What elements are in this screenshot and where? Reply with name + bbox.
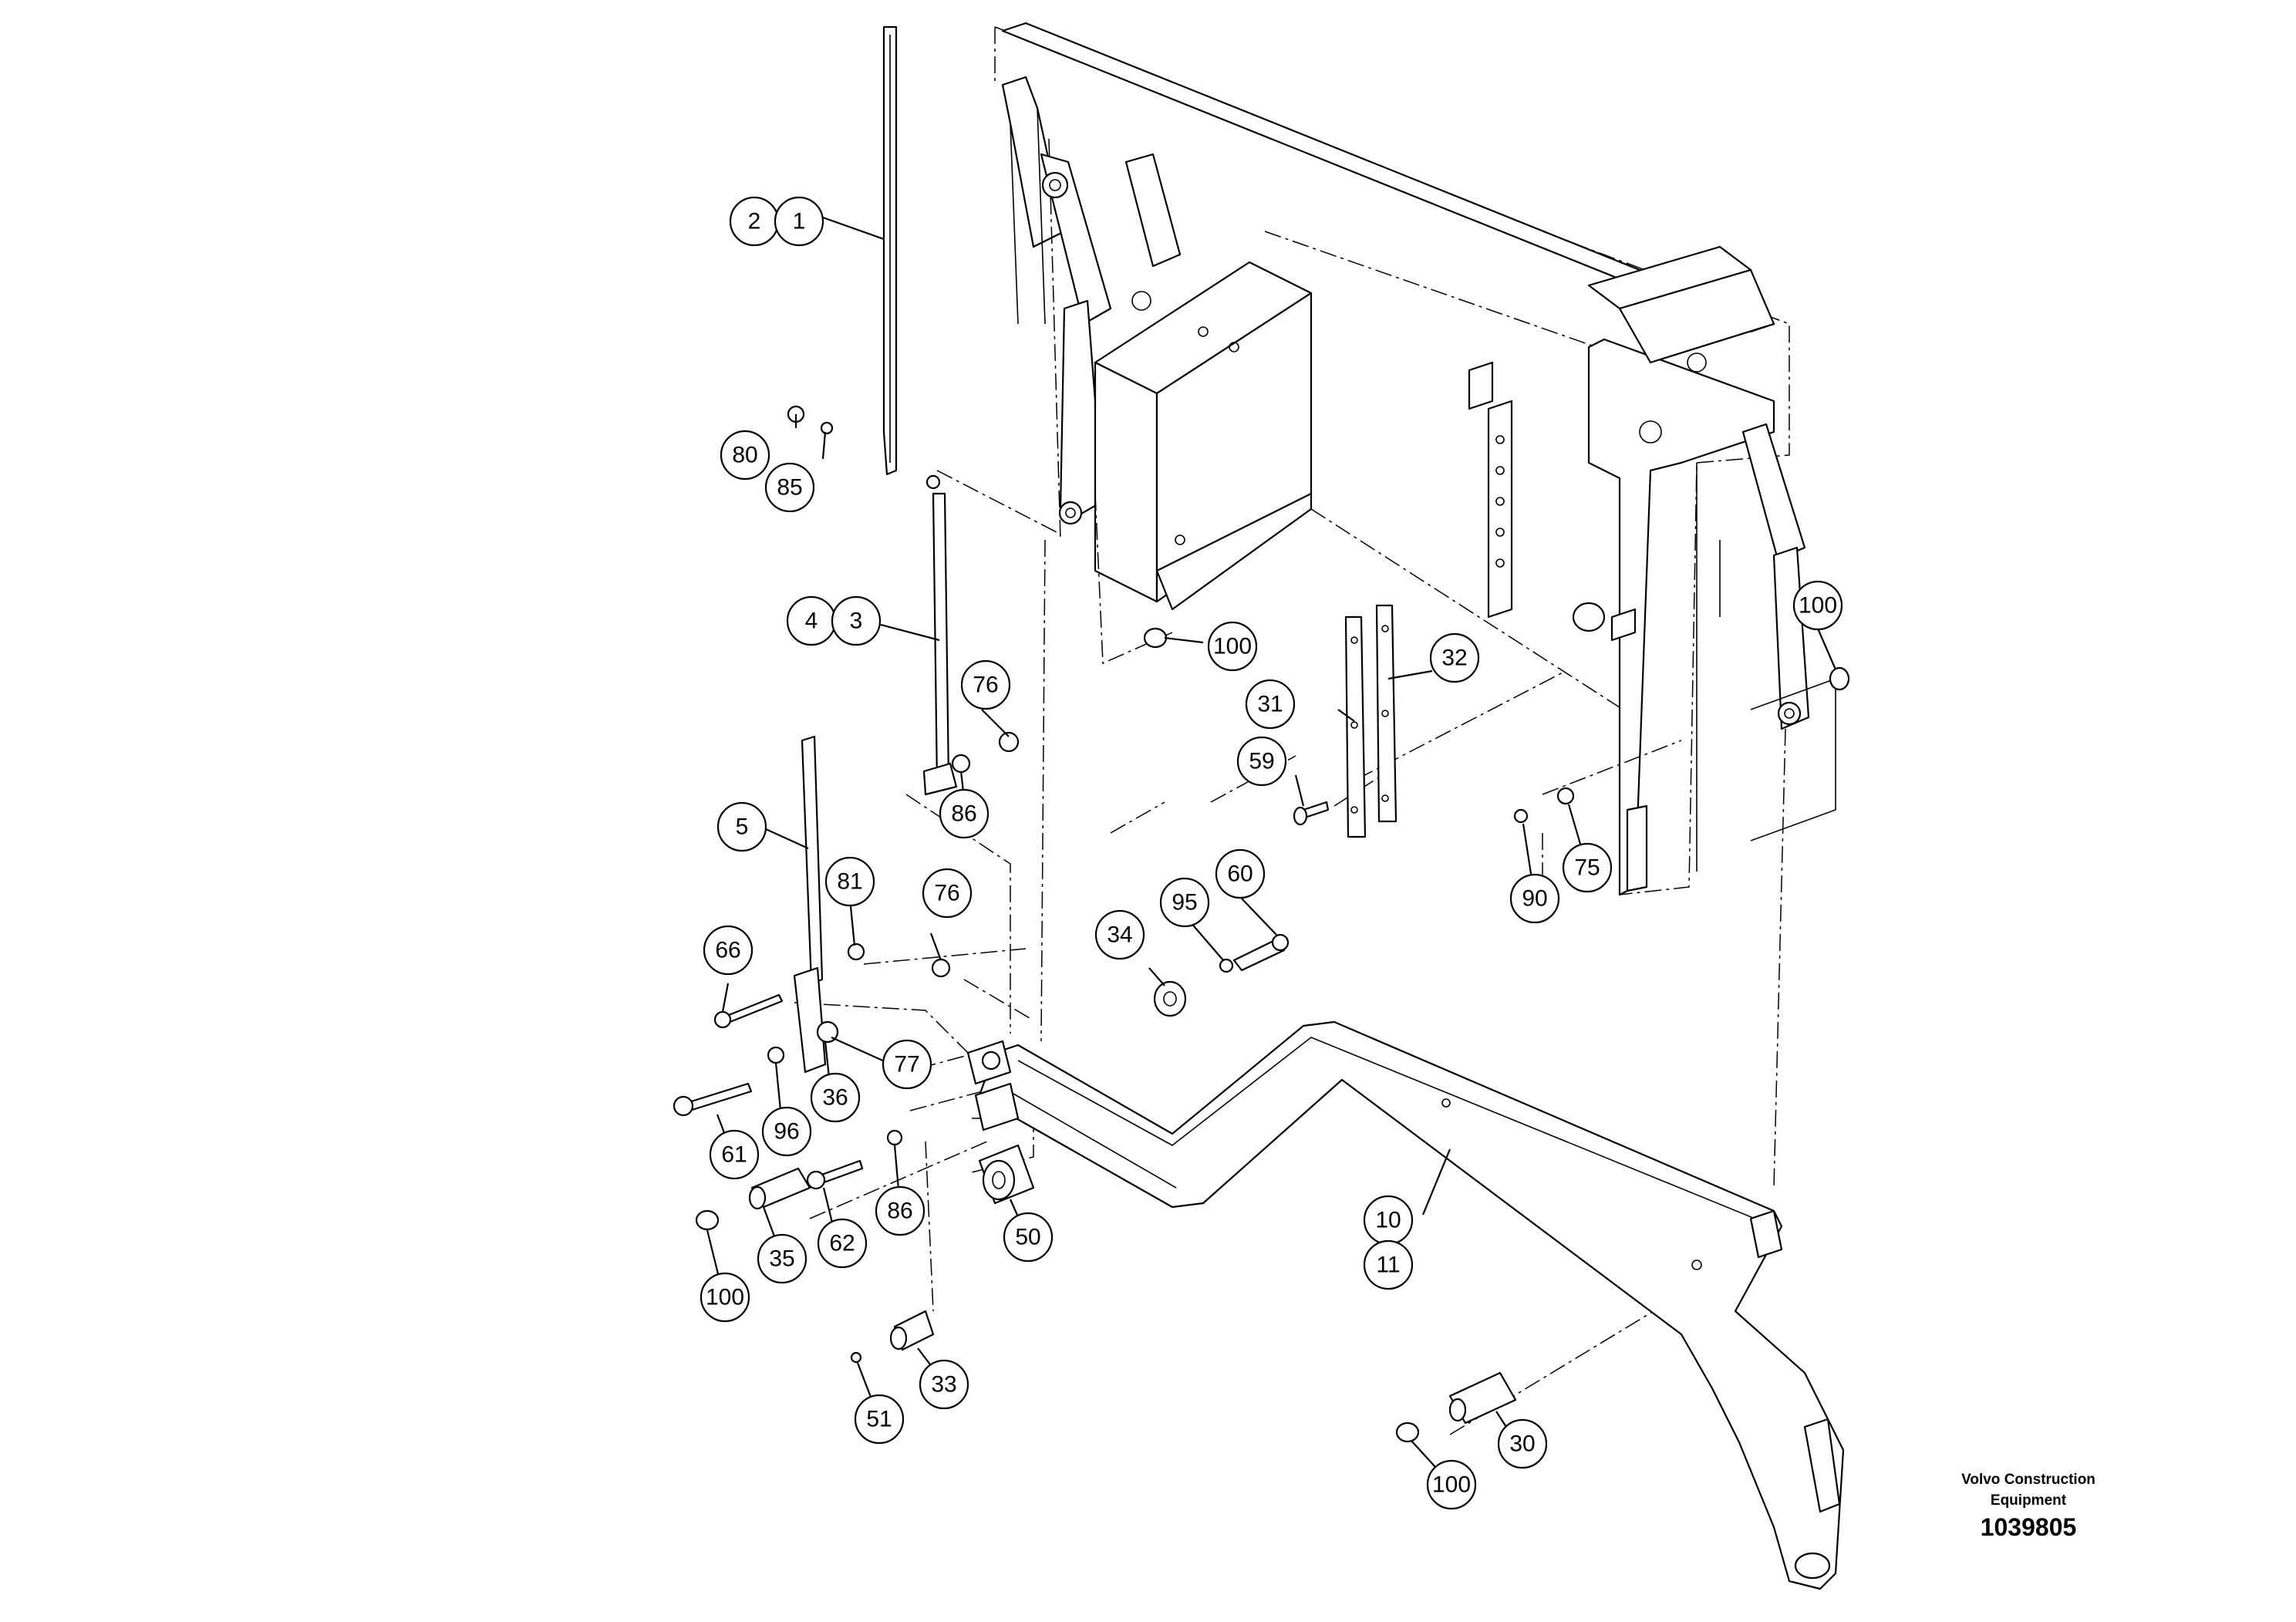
- svg-text:60: 60: [1227, 862, 1253, 887]
- callout-85: 85: [764, 462, 815, 513]
- callout-4: 4: [786, 595, 837, 646]
- callout-76: 76: [922, 868, 973, 919]
- callout-75: 75: [1562, 842, 1613, 893]
- rod-5: [801, 735, 824, 985]
- callout-81: 81: [824, 856, 875, 907]
- callout-95: 95: [1159, 877, 1210, 928]
- callout-34: 34: [1094, 909, 1145, 960]
- callout-96: 96: [761, 1106, 812, 1157]
- callout-60: 60: [1215, 848, 1266, 899]
- svg-text:61: 61: [721, 1142, 747, 1168]
- callout-100: 100: [1792, 580, 1843, 631]
- callout-31: 31: [1245, 679, 1296, 730]
- svg-text:86: 86: [887, 1199, 912, 1224]
- svg-text:62: 62: [829, 1231, 855, 1256]
- svg-text:59: 59: [1249, 749, 1274, 774]
- svg-text:36: 36: [822, 1085, 848, 1111]
- svg-text:81: 81: [837, 869, 862, 895]
- callout-80: 80: [720, 430, 770, 481]
- callout-35: 35: [757, 1233, 807, 1284]
- plate-32: [1375, 604, 1397, 823]
- svg-text:75: 75: [1574, 855, 1600, 881]
- svg-text:77: 77: [894, 1052, 919, 1077]
- svg-text:5: 5: [736, 814, 749, 840]
- svg-text:100: 100: [1213, 634, 1252, 659]
- callout-30: 30: [1497, 1418, 1548, 1469]
- callout-86: 86: [939, 788, 990, 839]
- callout-90: 90: [1509, 873, 1560, 924]
- svg-text:86: 86: [951, 801, 976, 827]
- svg-text:35: 35: [769, 1246, 794, 1272]
- svg-text:34: 34: [1107, 922, 1132, 948]
- svg-text:95: 95: [1172, 890, 1197, 916]
- svg-text:85: 85: [777, 475, 802, 501]
- svg-text:100: 100: [1432, 1472, 1471, 1498]
- loose-parts: [673, 25, 1850, 1443]
- callout-10: 10: [1363, 1195, 1414, 1246]
- callout-100: 100: [700, 1272, 750, 1323]
- callout-61: 61: [709, 1129, 760, 1180]
- svg-text:2: 2: [748, 209, 761, 234]
- callout-76: 76: [960, 659, 1011, 710]
- svg-text:66: 66: [715, 938, 740, 963]
- callout-11: 11: [1363, 1239, 1414, 1290]
- callout-2: 2: [729, 196, 780, 247]
- svg-text:76: 76: [934, 881, 959, 906]
- callout-51: 51: [854, 1394, 905, 1445]
- callout-1: 1: [774, 196, 824, 247]
- brand-name-line1: Volvo Construction: [1961, 1472, 2095, 1488]
- svg-text:51: 51: [866, 1407, 892, 1432]
- lever-arm-10-11: [966, 1020, 1845, 1590]
- plate-31: [1344, 615, 1367, 838]
- frame-assembly: [994, 22, 1836, 1189]
- callout-100: 100: [1426, 1459, 1477, 1510]
- svg-text:30: 30: [1509, 1431, 1535, 1457]
- callout-50: 50: [1003, 1212, 1054, 1263]
- callout-86: 86: [875, 1185, 925, 1236]
- drawing-number: 1039805: [1980, 1513, 2077, 1541]
- svg-text:32: 32: [1441, 646, 1467, 671]
- callout-3: 3: [831, 595, 882, 646]
- svg-text:11: 11: [1376, 1253, 1400, 1278]
- callout-36: 36: [810, 1072, 861, 1123]
- svg-text:96: 96: [774, 1119, 799, 1145]
- svg-text:1: 1: [793, 209, 806, 234]
- svg-text:90: 90: [1522, 886, 1547, 912]
- assembly-lines: [794, 470, 1705, 1435]
- svg-text:50: 50: [1015, 1225, 1040, 1250]
- rod-3: [932, 492, 950, 784]
- callout-33: 33: [919, 1359, 969, 1410]
- svg-text:31: 31: [1257, 692, 1283, 717]
- svg-text:80: 80: [732, 443, 757, 468]
- svg-text:4: 4: [805, 609, 818, 634]
- svg-text:3: 3: [850, 609, 863, 634]
- svg-text:100: 100: [1799, 593, 1837, 619]
- svg-text:100: 100: [706, 1285, 744, 1310]
- brand-name-line2: Equipment: [1990, 1492, 2067, 1509]
- callout-66: 66: [703, 925, 754, 976]
- svg-text:76: 76: [973, 673, 998, 698]
- callout-32: 32: [1429, 632, 1480, 683]
- svg-text:10: 10: [1375, 1208, 1401, 1233]
- callout-5: 5: [716, 801, 767, 852]
- callout-77: 77: [882, 1039, 932, 1090]
- callout-100: 100: [1207, 621, 1258, 672]
- callout-59: 59: [1236, 736, 1287, 787]
- callout-62: 62: [817, 1218, 868, 1269]
- svg-text:33: 33: [931, 1372, 956, 1398]
